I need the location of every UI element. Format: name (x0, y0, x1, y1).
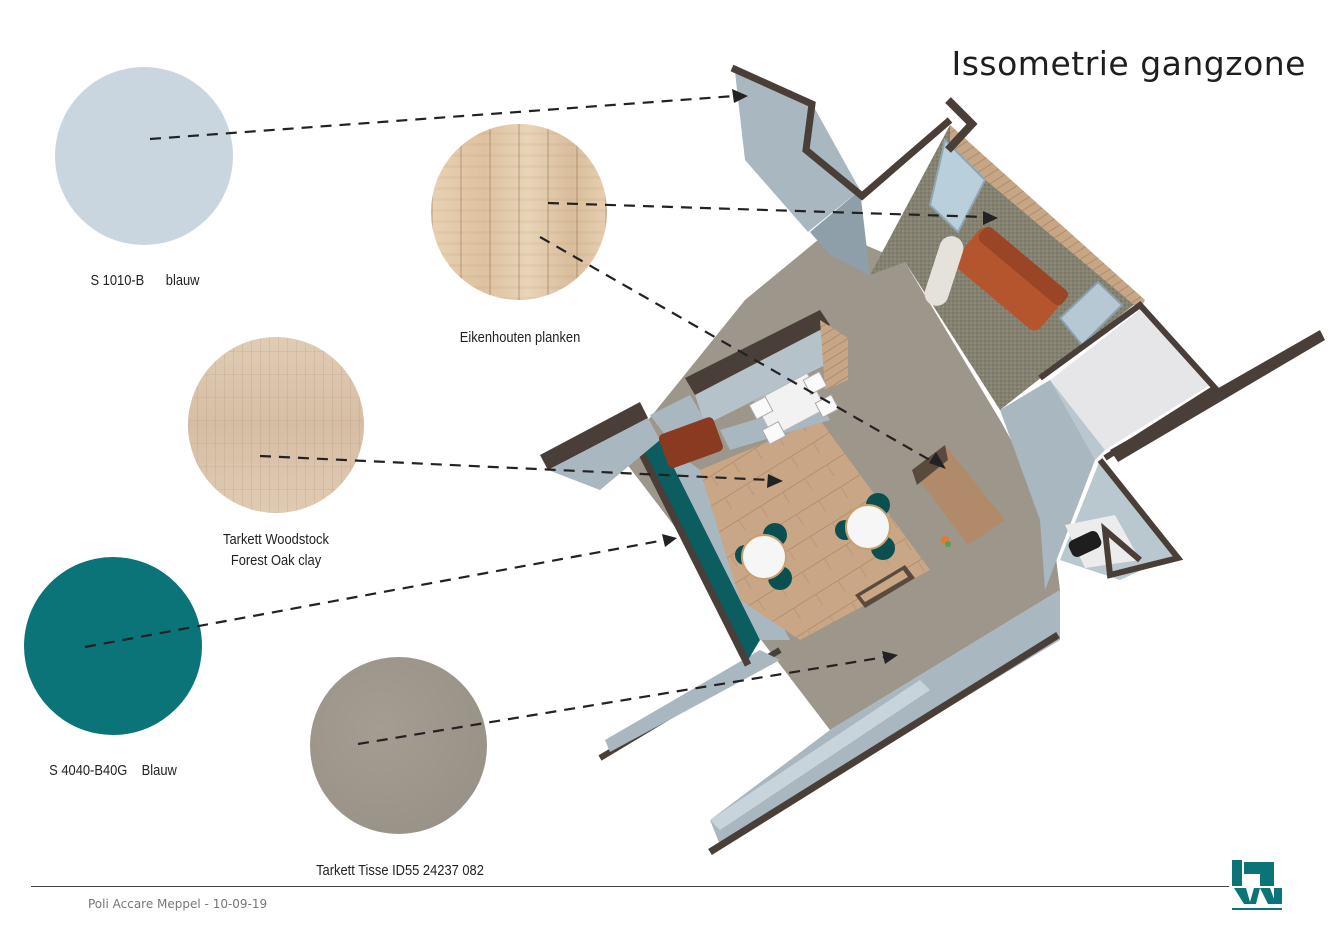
swatch-label-eikenhouten: Eikenhouten planken (459, 329, 581, 346)
sofa (954, 228, 1065, 331)
room-white-right (1050, 310, 1210, 450)
arrow-heads (662, 89, 998, 664)
toilet (1068, 531, 1102, 557)
swatch-eikenhouten-planken (431, 124, 607, 300)
leader-lines (84, 94, 986, 746)
room-toilet (1065, 515, 1140, 568)
footer-text: Poli Accare Meppel - 10-09-19 (88, 897, 268, 911)
swatch-label-tisse: Tarkett Tisse ID55 24237 082 (316, 862, 484, 879)
swatch-s4040-b40g-blauw (24, 557, 202, 735)
swatch-s1010b-blauw (55, 67, 233, 245)
page-title: Issometrie gangzone (951, 44, 1306, 83)
swatch-tarkett-woodstock (188, 337, 364, 513)
swatch-label-s1010b: S 1010-B blauw (90, 272, 200, 289)
wall-blue-top (735, 72, 860, 232)
footer-divider (31, 886, 1229, 887)
armchair (658, 417, 723, 469)
wall-wood-slats (950, 125, 1145, 310)
swatch-label-forest-oak: Forest Oak clay (230, 552, 322, 569)
round-table-2 (845, 504, 891, 550)
swatch-label-woodstock: Tarkett Woodstock (223, 531, 329, 548)
round-table-1 (741, 534, 787, 580)
swatch-label-s4040: S 4040-B40G Blauw (49, 762, 177, 779)
architect-logo-icon (1232, 860, 1282, 910)
swatch-tarkett-tisse (310, 657, 487, 834)
